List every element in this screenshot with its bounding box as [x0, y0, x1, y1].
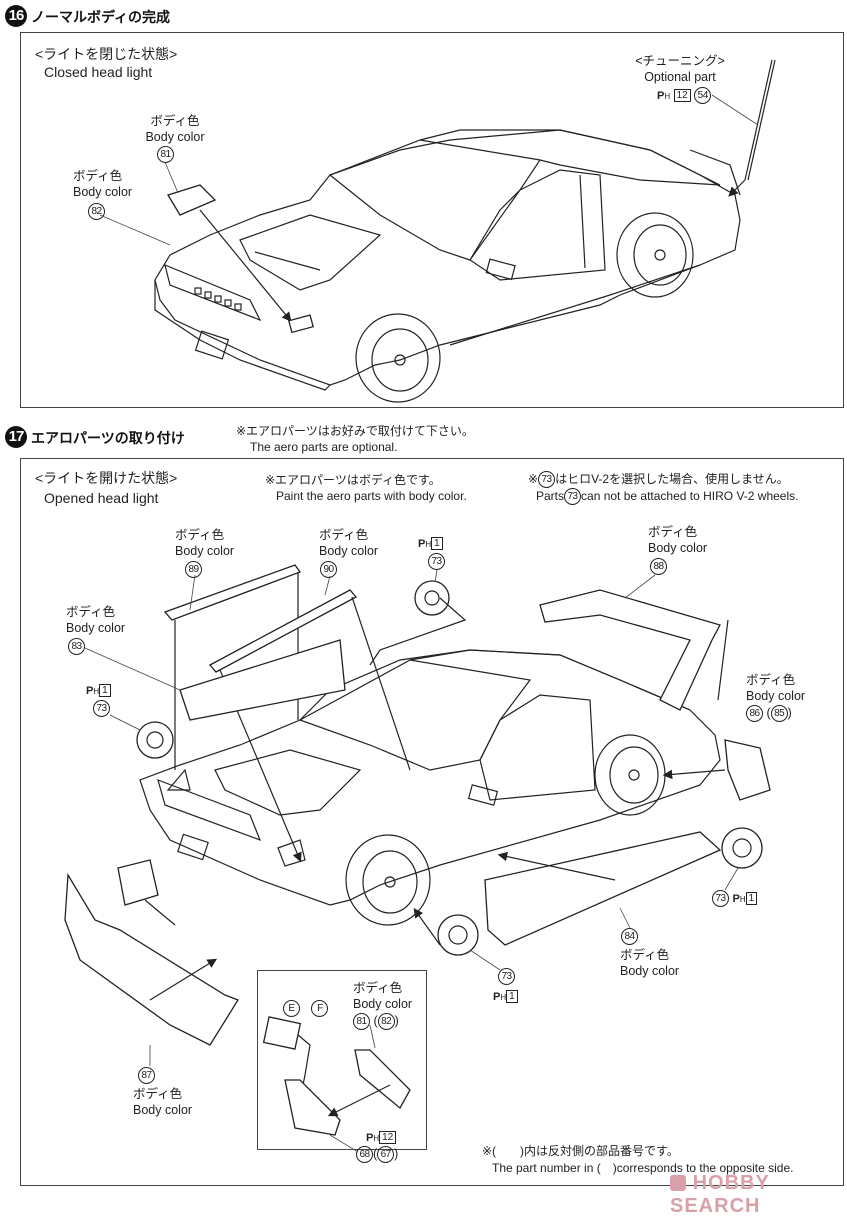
- label-82-en: Body color: [73, 185, 133, 199]
- step-16-box: [20, 32, 844, 408]
- label-87-en: Body color: [133, 1103, 193, 1117]
- label-84-jp: ボディ色: [620, 948, 670, 962]
- runner-ph-icon: PH: [657, 90, 671, 102]
- step-17-state-jp: <ライトを開けた状態>: [35, 470, 178, 486]
- step-16-state-en: Closed head light: [44, 64, 153, 80]
- label-81-en: Body color: [145, 130, 205, 144]
- part-F: F: [311, 1000, 329, 1018]
- part-73-ref: 73: [538, 471, 556, 489]
- part-84: 84: [621, 928, 638, 946]
- label-86-jp: ボディ色: [746, 673, 796, 687]
- optional-en: Optional part: [644, 70, 716, 84]
- inset-letters: E F: [283, 1000, 329, 1018]
- label-87-jp: ボディ色: [133, 1087, 183, 1101]
- paint-note-en: Paint the aero parts with body color.: [276, 489, 467, 503]
- label-83-en: Body color: [66, 621, 126, 635]
- label-88-en: Body color: [648, 541, 708, 555]
- watermark-logo-icon: [670, 1175, 686, 1191]
- step-16-state-jp: <ライトを閉じた状態>: [35, 46, 178, 62]
- step-17-state-en: Opened head light: [44, 490, 159, 506]
- paint-note-jp: ※エアロパーツはボディ色です。: [265, 473, 441, 487]
- label-84-en: Body color: [620, 964, 680, 978]
- step-16-number: 16: [5, 5, 27, 27]
- part-73-ref-en: 73: [564, 488, 582, 506]
- label-86-en: Body color: [746, 689, 806, 703]
- part-82: 82: [88, 203, 105, 221]
- label-90-en: Body color: [319, 544, 379, 558]
- part-68-67: 68(67): [356, 1146, 398, 1164]
- step-17-box: [20, 458, 844, 1186]
- optional-jp: <チューニング>: [635, 54, 725, 68]
- runner-number: 12: [673, 89, 691, 103]
- label-89-jp: ボディ色: [175, 528, 225, 542]
- antenna-part-ref: PH 12 54: [657, 87, 712, 105]
- footnote-jp: ※( )内は反対側の部品番号です。: [482, 1144, 679, 1158]
- label-89-en: Body color: [175, 544, 235, 558]
- step-17-title: エアロパーツの取り付け: [31, 430, 185, 446]
- optional-note-en: The aero parts are optional.: [250, 440, 398, 454]
- label-83-jp: ボディ色: [66, 605, 116, 619]
- step-16-title: ノーマルボディの完成: [31, 9, 171, 25]
- step-17-number: 17: [5, 426, 27, 448]
- part-81: 81: [157, 146, 174, 164]
- part-83: 83: [68, 638, 85, 656]
- label-82-jp: ボディ色: [73, 169, 123, 183]
- part-86-85: 86 (85): [746, 705, 792, 723]
- label-81-jp: ボディ色: [150, 114, 200, 128]
- part-90: 90: [320, 561, 337, 579]
- part-E: E: [283, 1000, 300, 1018]
- label-90-jp: ボディ色: [319, 528, 369, 542]
- part-89: 89: [185, 561, 202, 579]
- watermark: HOBBY SEARCH: [670, 1172, 770, 1217]
- part-number: 54: [694, 87, 712, 105]
- label-81-82-en: Body color: [353, 997, 413, 1011]
- part-87: 87: [138, 1067, 155, 1085]
- footnote-en: The part number in ( )corresponds to the…: [492, 1161, 794, 1175]
- part-73-left: 73: [93, 700, 110, 718]
- label-81-82-jp: ボディ色: [353, 981, 403, 995]
- part-73-bottom: 73: [498, 968, 515, 986]
- part-88: 88: [650, 558, 667, 576]
- part-73-top: 73: [428, 553, 445, 571]
- part-81-82: 81 (82): [353, 1013, 399, 1031]
- label-88-jp: ボディ色: [648, 525, 698, 539]
- optional-note-jp: ※エアロパーツはお好みで取付けて下さい。: [236, 424, 474, 438]
